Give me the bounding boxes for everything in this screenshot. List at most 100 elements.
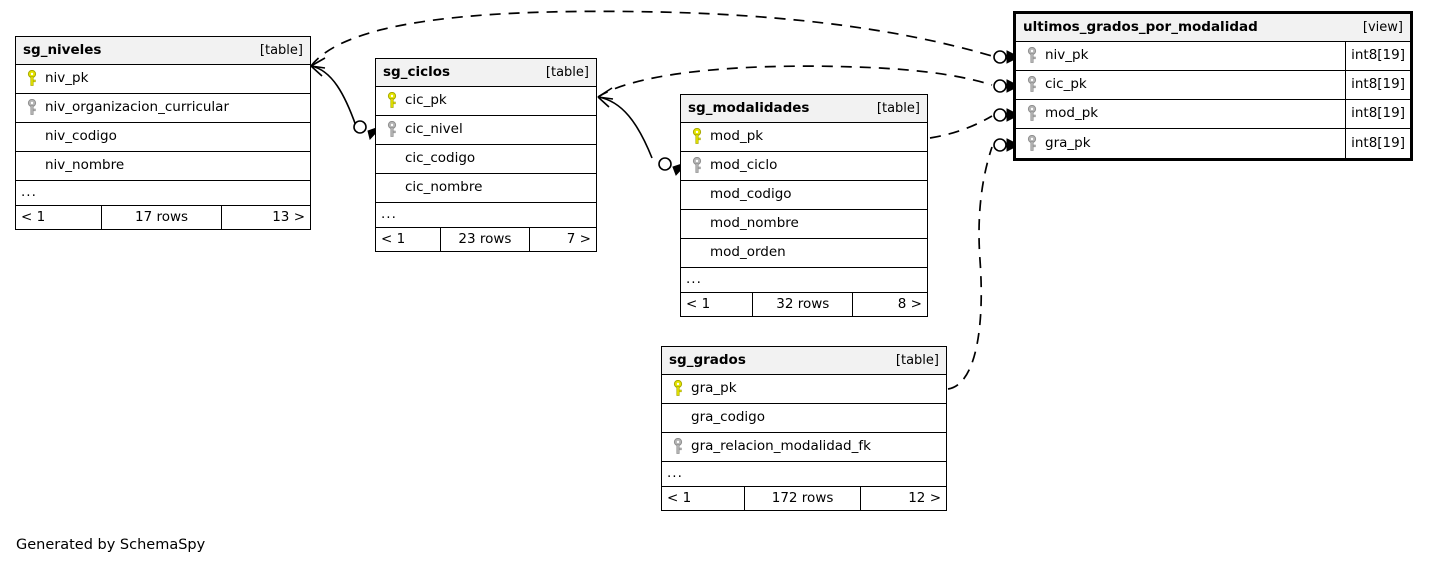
footer-prev-link[interactable]: < 1 — [381, 230, 406, 247]
column-name: gra_pk — [691, 380, 737, 397]
entity-title: sg_modalidades — [688, 99, 810, 116]
relationship-niveles-ciclos — [310, 57, 383, 141]
foreign-key-icon — [1023, 76, 1041, 94]
entity-header: sg_grados [table] — [662, 347, 946, 375]
column-row-gra-relacion-modalidad-fk[interactable]: gra_relacion_modalidad_fk — [662, 433, 946, 462]
schemaspy-credit: Generated by SchemaSpy — [16, 537, 206, 553]
entity-kind-badge: [table] — [259, 43, 303, 58]
foreign-key-icon — [1023, 105, 1041, 123]
column-name: mod_nombre — [710, 215, 799, 232]
column-name: mod_codigo — [710, 186, 792, 203]
column-row-view-mod-pk[interactable]: mod_pk int8[19] — [1016, 100, 1410, 129]
column-name: cic_pk — [1045, 76, 1087, 93]
no-key-spacer — [383, 179, 401, 197]
entity-title: sg_niveles — [23, 41, 102, 58]
entity-ultimos-grados-por-modalidad[interactable]: ultimos_grados_por_modalidad [view] niv_… — [1013, 11, 1413, 161]
footer-row-count: 23 rows — [439, 228, 530, 251]
column-row-niv-pk[interactable]: niv_pk — [16, 65, 310, 94]
column-name: niv_pk — [45, 70, 89, 87]
entity-footer: < 1 23 rows 7 > — [376, 228, 596, 251]
relationship-grados-view — [947, 138, 1021, 390]
more-columns-indicator: ... — [662, 462, 946, 487]
entity-sg-modalidades[interactable]: sg_modalidades [table] mod_pk — [680, 94, 928, 317]
column-row-niv-organizacion-curricular[interactable]: niv_organizacion_curricular — [16, 94, 310, 123]
entity-kind-badge: [view] — [1362, 20, 1403, 35]
column-name: mod_pk — [710, 128, 764, 145]
column-name: cic_nivel — [405, 121, 463, 138]
column-datatype: int8[19] — [1345, 42, 1410, 70]
more-columns-indicator: ... — [681, 268, 927, 293]
no-key-spacer — [688, 244, 706, 262]
no-key-spacer — [688, 215, 706, 233]
footer-prev-link[interactable]: < 1 — [686, 295, 711, 312]
footer-next-link[interactable]: 13 > — [272, 208, 305, 225]
footer-prev-link[interactable]: < 1 — [667, 489, 692, 506]
footer-prev-link[interactable]: < 1 — [21, 208, 46, 225]
footer-next-link[interactable]: 12 > — [908, 489, 941, 506]
no-key-spacer — [23, 128, 41, 146]
no-key-spacer — [669, 409, 687, 427]
column-row-view-niv-pk[interactable]: niv_pk int8[19] — [1016, 42, 1410, 71]
footer-row-count: 17 rows — [101, 206, 222, 229]
more-columns-indicator: ... — [16, 181, 310, 206]
footer-row-count: 172 rows — [744, 487, 861, 510]
column-name: mod_pk — [1045, 105, 1099, 122]
entity-footer: < 1 17 rows 13 > — [16, 206, 310, 229]
column-datatype: int8[19] — [1345, 100, 1410, 128]
relationship-modalidades-view — [929, 108, 1021, 139]
primary-key-icon — [383, 92, 401, 110]
column-row-mod-pk[interactable]: mod_pk — [681, 123, 927, 152]
column-row-cic-nombre[interactable]: cic_nombre — [376, 174, 596, 203]
column-row-niv-codigo[interactable]: niv_codigo — [16, 123, 310, 152]
column-row-cic-pk[interactable]: cic_pk — [376, 87, 596, 116]
column-row-cic-codigo[interactable]: cic_codigo — [376, 145, 596, 174]
column-row-mod-ciclo[interactable]: mod_ciclo — [681, 152, 927, 181]
foreign-key-icon — [1023, 134, 1041, 153]
entity-footer: < 1 172 rows 12 > — [662, 487, 946, 510]
column-row-niv-nombre[interactable]: niv_nombre — [16, 152, 310, 181]
entity-sg-ciclos[interactable]: sg_ciclos [table] cic_pk — [375, 58, 597, 252]
no-key-spacer — [383, 150, 401, 168]
column-row-mod-orden[interactable]: mod_orden — [681, 239, 927, 268]
column-name: mod_ciclo — [710, 157, 778, 174]
entity-title: ultimos_grados_por_modalidad — [1023, 18, 1258, 35]
column-row-mod-codigo[interactable]: mod_codigo — [681, 181, 927, 210]
column-name: niv_pk — [1045, 47, 1089, 64]
primary-key-icon — [23, 70, 41, 88]
relationship-ciclos-modalidades — [597, 87, 689, 176]
column-row-gra-codigo[interactable]: gra_codigo — [662, 404, 946, 433]
footer-row-count: 32 rows — [752, 293, 854, 316]
column-name: mod_orden — [710, 244, 786, 261]
entity-header: sg_niveles [table] — [16, 37, 310, 65]
entity-kind-badge: [table] — [545, 65, 589, 80]
entity-title: sg_grados — [669, 351, 746, 368]
column-row-view-gra-pk[interactable]: gra_pk int8[19] — [1016, 129, 1410, 158]
entity-title: sg_ciclos — [383, 63, 451, 80]
column-datatype: int8[19] — [1345, 129, 1410, 158]
entity-kind-badge: [table] — [895, 353, 939, 368]
foreign-key-icon — [669, 438, 687, 456]
column-row-view-cic-pk[interactable]: cic_pk int8[19] — [1016, 71, 1410, 100]
more-columns-indicator: ... — [376, 203, 596, 228]
column-name: cic_codigo — [405, 150, 476, 167]
column-row-gra-pk[interactable]: gra_pk — [662, 375, 946, 404]
column-row-mod-nombre[interactable]: mod_nombre — [681, 210, 927, 239]
footer-next-link[interactable]: 8 > — [897, 295, 922, 312]
entity-kind-badge: [table] — [876, 101, 920, 116]
entity-footer: < 1 32 rows 8 > — [681, 293, 927, 316]
column-row-cic-nivel[interactable]: cic_nivel — [376, 116, 596, 145]
no-key-spacer — [23, 157, 41, 175]
column-name: gra_relacion_modalidad_fk — [691, 438, 871, 455]
foreign-key-icon — [23, 99, 41, 117]
column-name: niv_nombre — [45, 157, 125, 174]
entity-header: ultimos_grados_por_modalidad [view] — [1016, 14, 1410, 42]
entity-sg-grados[interactable]: sg_grados [table] gra_pk gra_codig — [661, 346, 947, 511]
column-name: gra_codigo — [691, 409, 765, 426]
column-name: cic_nombre — [405, 179, 483, 196]
footer-next-link[interactable]: 7 > — [566, 230, 591, 247]
column-name: niv_codigo — [45, 128, 117, 145]
column-datatype: int8[19] — [1345, 71, 1410, 99]
entity-sg-niveles[interactable]: sg_niveles [table] niv_pk — [15, 36, 311, 230]
column-name: gra_pk — [1045, 134, 1091, 151]
